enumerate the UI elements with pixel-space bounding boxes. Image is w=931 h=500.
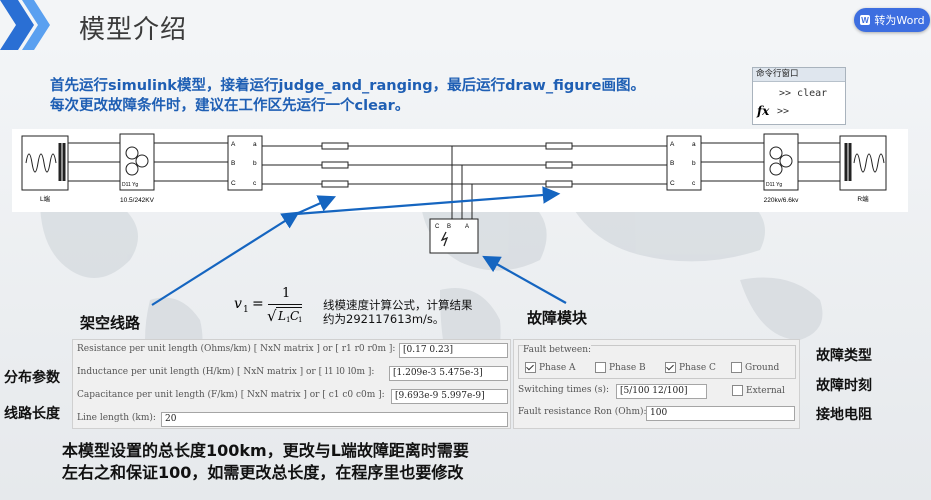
fault-resistance-label: Fault resistance Ron (Ohm):: [518, 407, 647, 417]
left-source-label: L端: [40, 194, 51, 203]
convert-to-word-label: 转为Word: [874, 14, 925, 27]
fault-type-label: 故障类型: [816, 348, 872, 364]
svg-text:a: a: [692, 141, 696, 148]
length-field-label: Line length (km):: [77, 413, 156, 423]
phase-c-checkbox[interactable]: Phase C: [665, 362, 716, 373]
formula-note: 线模速度计算公式，计算结果 约为292117613m/s。: [323, 298, 473, 326]
svg-text:b: b: [253, 160, 257, 167]
left-xfmr-tag: D11 Yg: [122, 182, 138, 188]
header-bar: [0, 0, 931, 50]
command-prompt[interactable]: >>: [777, 106, 790, 117]
external-label: External: [746, 386, 785, 396]
annotation-arrows: [151, 186, 567, 306]
line-parameters-panel: Resistance per unit length (Ohms/km) [ N…: [72, 339, 511, 429]
instructions: 首先运行simulink模型，接着运行judge_and_ranging，最后运…: [50, 76, 645, 116]
line-length-label: 线路长度: [4, 406, 60, 422]
chevron-logo-icon: [0, 0, 50, 50]
lightning-icon: [440, 231, 449, 247]
page-title: 模型介绍: [79, 15, 188, 45]
external-check: [732, 385, 743, 396]
capacitance-field-label: Capacitance per unit length (F/km) [ NxN…: [77, 390, 385, 400]
formula-lhs: v: [234, 296, 242, 312]
right-xfmr-tag: D11 Yg: [766, 182, 782, 188]
phase-a-label: Phase A: [539, 363, 576, 373]
fault-between-label: Fault between:: [523, 345, 592, 355]
formula-den-c: C: [290, 309, 300, 323]
overhead-line-segments[interactable]: [321, 142, 573, 188]
svg-text:c: c: [692, 180, 696, 187]
bottom-note-line-2: 左右之和保证100，如需更改总长度，在程序里也要修改: [62, 463, 464, 482]
svg-text:A: A: [670, 141, 675, 148]
ground-label: Ground: [745, 363, 780, 373]
command-window: 命令行窗口 >> clear fx >>: [752, 67, 846, 125]
capacitance-input[interactable]: [9.693e-9 5.997e-9]: [391, 389, 508, 404]
ground-resistance-label: 接地电阻: [816, 407, 872, 423]
fault-block[interactable]: C B A: [429, 218, 479, 254]
fault-port-b: B: [447, 224, 451, 230]
left-source-block[interactable]: [21, 135, 69, 191]
left-transformer-rating: 10.5/242KV: [120, 197, 155, 204]
svg-text:A: A: [231, 141, 236, 148]
instruction-line-2: 每次更改故障条件时，建议在工作区先运行一个clear。: [50, 98, 410, 114]
word-document-icon: W: [860, 15, 871, 25]
command-window-caption: 命令行窗口: [753, 68, 845, 82]
formula-numerator: 1: [282, 286, 291, 301]
inductance-field-label: Inductance per unit length (H/km) [ NxN …: [77, 367, 375, 377]
length-input[interactable]: 20: [161, 412, 508, 427]
fault-port-a: A: [465, 224, 469, 230]
fault-parameters-panel: Fault between: Phase A Phase B Phase C G…: [513, 339, 800, 429]
simulink-diagram: L端 D11 Yg 10.5/242KV D11 Yg 220kv/6.6kv: [12, 129, 908, 212]
distributed-params-label: 分布参数: [4, 370, 60, 386]
svg-text:C: C: [231, 180, 236, 187]
fx-icon: fx: [757, 104, 770, 118]
left-transformer-block[interactable]: D11 Yg: [119, 133, 155, 191]
bottom-note-line-1: 本模型设置的总长度100km，更改与L端故障距离时需要: [62, 441, 469, 460]
ground-check: [731, 362, 742, 373]
formula-note-line-2: 约为292117613m/s。: [323, 312, 445, 326]
fault-resistance-input[interactable]: 100: [646, 406, 795, 421]
instruction-line-1: 首先运行simulink模型，接着运行judge_and_ranging，最后运…: [50, 78, 646, 94]
svg-text:a: a: [253, 141, 257, 148]
fault-time-label: 故障时刻: [816, 378, 872, 394]
switching-times-input[interactable]: [5/100 12/100]: [616, 384, 707, 399]
fault-port-c: C: [435, 224, 440, 230]
phase-b-label: Phase B: [609, 363, 646, 373]
bottom-note: 本模型设置的总长度100km，更改与L端故障距离时需要 左右之和保证100，如需…: [62, 440, 469, 484]
external-checkbox[interactable]: External: [732, 385, 785, 396]
phase-a-checkbox[interactable]: Phase A: [525, 362, 576, 373]
fault-module-label: 故障模块: [527, 309, 588, 327]
inductance-input[interactable]: [1.209e-3 5.475e-3]: [389, 366, 508, 381]
command-history-line: >> clear: [779, 88, 828, 99]
phase-a-check: [525, 362, 536, 373]
ground-checkbox[interactable]: Ground: [731, 362, 779, 373]
svg-text:c: c: [253, 180, 257, 187]
svg-text:W: W: [862, 16, 870, 25]
formula-lhs-sub: 1: [243, 305, 249, 315]
right-transformer-rating: 220kv/6.6kv: [764, 197, 799, 204]
formula-note-line-1: 线模速度计算公式，计算结果: [323, 298, 473, 312]
svg-text:B: B: [231, 160, 235, 167]
fault-wires: [451, 212, 473, 219]
phase-c-check: [665, 362, 676, 373]
fault-between-group: Fault between: Phase A Phase B Phase C G…: [518, 345, 796, 379]
right-source-block[interactable]: [839, 135, 887, 191]
resistance-field-label: Resistance per unit length (Ohms/km) [ N…: [77, 344, 396, 354]
phase-b-check: [595, 362, 606, 373]
switching-times-label: Switching times (s):: [518, 385, 610, 395]
convert-to-word-button[interactable]: W 转为Word: [854, 8, 930, 32]
overhead-line-label: 架空线路: [80, 314, 141, 332]
svg-text:B: B: [670, 160, 674, 167]
svg-text:C: C: [670, 180, 675, 187]
formula-den-l: L: [278, 309, 286, 323]
right-source-label: R端: [857, 194, 869, 203]
phase-b-checkbox[interactable]: Phase B: [595, 362, 646, 373]
phase-c-label: Phase C: [679, 363, 716, 373]
svg-text:b: b: [692, 160, 696, 167]
resistance-input[interactable]: [0.17 0.23]: [399, 343, 508, 358]
